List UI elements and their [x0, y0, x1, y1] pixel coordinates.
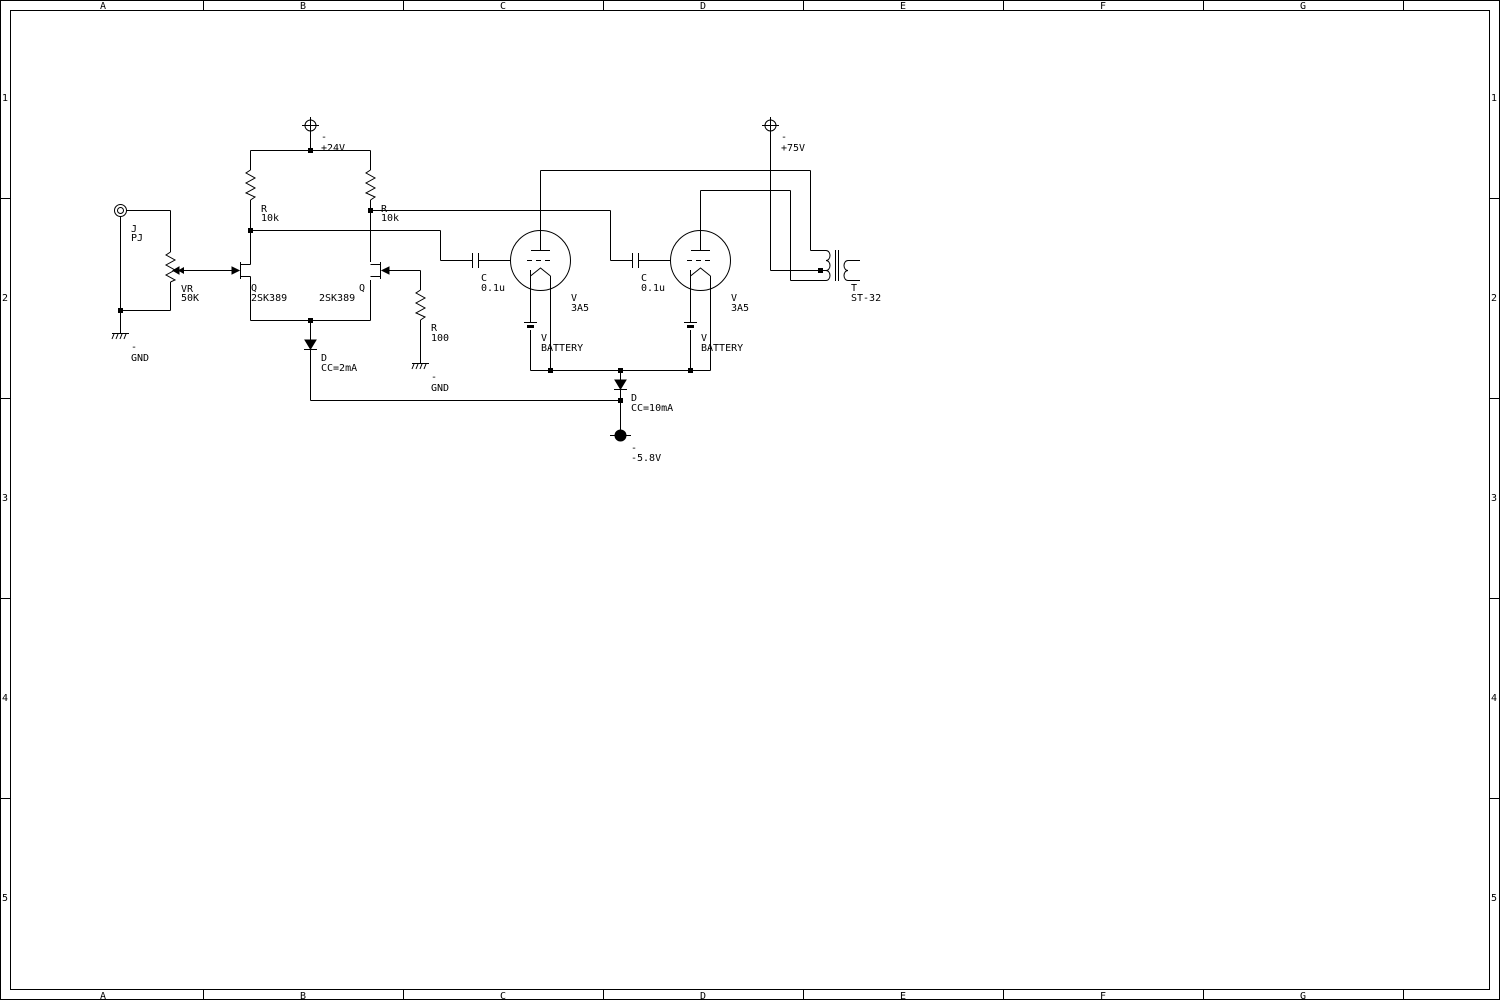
jack-value: PJ — [131, 233, 143, 244]
vcc75-ref: - — [781, 132, 787, 143]
row-label-right: 5 — [1491, 893, 1497, 904]
power-supply-icon — [762, 117, 779, 132]
d1-value: CC=2mA — [321, 363, 357, 374]
d2-ref: D — [631, 393, 637, 404]
q2-ref: Q — [359, 283, 365, 294]
d1-ref: D — [321, 353, 327, 364]
q1-value: 2SK389 — [251, 293, 287, 304]
row-label-left: 2 — [2, 293, 8, 304]
c1-value: 0.1u — [481, 283, 505, 294]
col-label-bottom: A — [100, 991, 106, 1000]
jack-ref: J — [131, 224, 137, 235]
v2-ref: V — [731, 293, 737, 304]
row-label-left: 4 — [2, 693, 8, 704]
bat2-value: BATTERY — [701, 343, 743, 354]
vr-value: 50K — [181, 293, 199, 304]
row-label-right: 3 — [1491, 493, 1497, 504]
vcc24-value: +24V — [321, 143, 345, 154]
ground-symbol-icon — [411, 363, 429, 370]
bat1-ref: V — [541, 333, 547, 344]
col-label-bottom: B — [300, 991, 306, 1000]
col-label-bottom: F — [1100, 991, 1106, 1000]
row-label-left: 1 — [2, 93, 8, 104]
col-label-bottom: D — [700, 991, 706, 1000]
c1-ref: C — [481, 273, 487, 284]
power-supply-icon — [610, 429, 631, 442]
col-label-bottom: C — [500, 991, 506, 1000]
battery-symbol — [524, 322, 537, 328]
r1-value: 10k — [261, 213, 279, 224]
vneg-ref: - — [631, 443, 637, 454]
v2-value: 3A5 — [731, 303, 749, 314]
vr-ref: VR — [181, 284, 194, 295]
q2-value: 2SK389 — [319, 293, 355, 304]
r2-value: 10k — [381, 213, 399, 224]
q1-ref: Q — [251, 283, 257, 294]
row-label-left: 3 — [2, 493, 8, 504]
bat2-ref: V — [701, 333, 707, 344]
gnd1-ref: - — [131, 342, 137, 353]
vcc75-value: +75V — [781, 143, 805, 154]
diode-symbol — [614, 379, 627, 390]
col-label-top: G — [1300, 1, 1306, 12]
vacuum-tube-symbol — [670, 230, 731, 291]
c2-ref: C — [641, 273, 647, 284]
v1-value: 3A5 — [571, 303, 589, 314]
capacitor-symbol — [472, 253, 479, 268]
vcc24-ref: - — [321, 132, 327, 143]
capacitor-symbol — [632, 253, 639, 268]
r3-ref: R — [431, 323, 438, 334]
col-label-top: B — [300, 1, 306, 12]
r1-ref: R — [261, 204, 268, 215]
power-supply-icon — [302, 117, 319, 132]
diode-symbol — [304, 339, 317, 350]
r2-ref: R — [381, 204, 388, 215]
col-label-top: F — [1100, 1, 1106, 12]
wiper-arrow-icon — [178, 267, 184, 274]
col-label-bottom: E — [900, 991, 906, 1000]
row-label-right: 4 — [1491, 693, 1497, 704]
row-label-right: 1 — [1491, 93, 1497, 104]
col-label-top: E — [900, 1, 906, 12]
row-label-left: 5 — [2, 893, 8, 904]
transformer-symbol — [825, 250, 849, 281]
phone-jack-symbol — [114, 204, 127, 217]
t-value: ST-32 — [851, 293, 881, 304]
jfet-symbol — [370, 262, 390, 279]
vacuum-tube-symbol — [510, 230, 571, 291]
c2-value: 0.1u — [641, 283, 665, 294]
wires — [120, 131, 860, 430]
potentiometer-symbol — [164, 251, 180, 283]
v1-ref: V — [571, 293, 577, 304]
battery-symbol — [684, 322, 697, 328]
gnd2-ref: - — [431, 372, 437, 383]
resistor-symbol — [244, 169, 257, 201]
jfet-symbol — [231, 262, 251, 280]
col-label-top: A — [100, 1, 106, 12]
t-ref: T — [851, 283, 857, 294]
bat1-value: BATTERY — [541, 343, 583, 354]
resistor-symbol — [364, 169, 377, 201]
d2-value: CC=10mA — [631, 403, 673, 414]
gnd1-value: GND — [131, 353, 149, 364]
gnd2-value: GND — [431, 383, 449, 394]
resistor-symbol — [414, 289, 427, 321]
r3-value: 100 — [431, 333, 449, 344]
col-label-bottom: G — [1300, 991, 1306, 1000]
col-label-top: C — [500, 1, 506, 12]
col-label-top: D — [700, 1, 706, 12]
row-label-right: 2 — [1491, 293, 1497, 304]
vneg-value: -5.8V — [631, 453, 661, 464]
ground-symbol-icon — [111, 333, 129, 340]
junction-dots — [118, 148, 823, 403]
